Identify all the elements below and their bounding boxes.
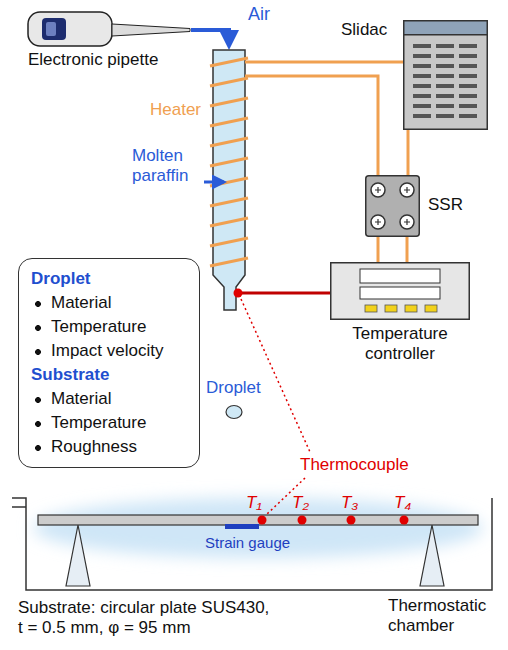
device-label: Electronic pipette: [28, 50, 158, 70]
parameter-item: Temperature: [31, 315, 187, 339]
heater-wire: [245, 76, 378, 175]
group-heading: Substrate: [31, 363, 187, 387]
thermocouple-point: [298, 516, 307, 525]
coil-winding: [210, 78, 248, 86]
slidac-unit: Slidac: [403, 20, 488, 130]
coil-winding: [210, 138, 248, 146]
device-label: SSR: [428, 195, 463, 215]
ssr-unit: SSR: [365, 175, 420, 237]
pipette-body: [28, 12, 112, 46]
wire: [407, 130, 410, 175]
parameter-item: Material: [31, 387, 187, 411]
part-label: Heater: [150, 100, 201, 120]
pipette-tip: [112, 24, 190, 36]
coil-winding: [210, 258, 248, 266]
sensor-label: T₁: [246, 493, 262, 513]
pipette-screen: [46, 22, 56, 36]
parameter-item: Material: [31, 291, 187, 315]
thermocouple-tip: [234, 289, 243, 298]
sensor-label: T₄: [394, 493, 411, 513]
coil-winding: [210, 158, 248, 166]
thermocouple-point: [400, 516, 409, 525]
parameter-box: DropletMaterialTemperatureImpact velocit…: [18, 258, 200, 468]
coil-winding: [210, 218, 248, 226]
parameter-item: Impact velocity: [31, 339, 187, 363]
coil-winding: [210, 198, 248, 206]
device-label: Slidac: [341, 20, 387, 40]
substrate-plate: [38, 515, 478, 525]
chamber-lip: [12, 506, 26, 508]
temperature-controller: Temperature controller: [330, 262, 470, 320]
thermocouple-wire: [240, 292, 330, 295]
sensor-label: T₃: [341, 493, 358, 513]
coil-winding: [210, 98, 248, 106]
leader-line: [241, 299, 310, 452]
specification-note: Substrate: circular plate SUS430, t = 0.…: [18, 598, 270, 638]
device-label: Temperature controller: [330, 324, 470, 364]
slidac-unit-drawing: [403, 20, 488, 130]
part-label: Strain gauge: [205, 533, 290, 553]
thermocouple-point: [258, 516, 267, 525]
air-arrow: [191, 30, 229, 46]
part-label: Thermocouple: [300, 455, 409, 475]
group-heading: Droplet: [31, 267, 187, 291]
coil-winding: [210, 58, 248, 66]
coil-winding: [210, 238, 248, 246]
sensor-label: T₂: [292, 493, 309, 513]
temperature-controller-drawing: [330, 262, 470, 320]
heater-wire: [245, 61, 403, 64]
ssr-unit-drawing: [365, 175, 420, 237]
parameter-item: Roughness: [31, 435, 187, 459]
support: [420, 525, 444, 586]
parameter-item: Temperature: [31, 411, 187, 435]
wire: [406, 237, 409, 262]
part-label: Thermostatic chamber: [388, 596, 500, 636]
coil-winding: [210, 118, 248, 126]
support: [66, 525, 90, 586]
part-label: Molten paraffin: [132, 146, 204, 186]
flow-label: Air: [248, 4, 270, 24]
thermocouple-point: [347, 516, 356, 525]
paraffin-arrow: [204, 181, 224, 184]
heater-coil: [210, 58, 248, 266]
strain-gauge: [225, 524, 259, 529]
wire: [377, 237, 380, 262]
part-label: Droplet: [206, 378, 261, 398]
droplet-shape: [226, 406, 242, 419]
pipette-grip: [42, 18, 66, 40]
